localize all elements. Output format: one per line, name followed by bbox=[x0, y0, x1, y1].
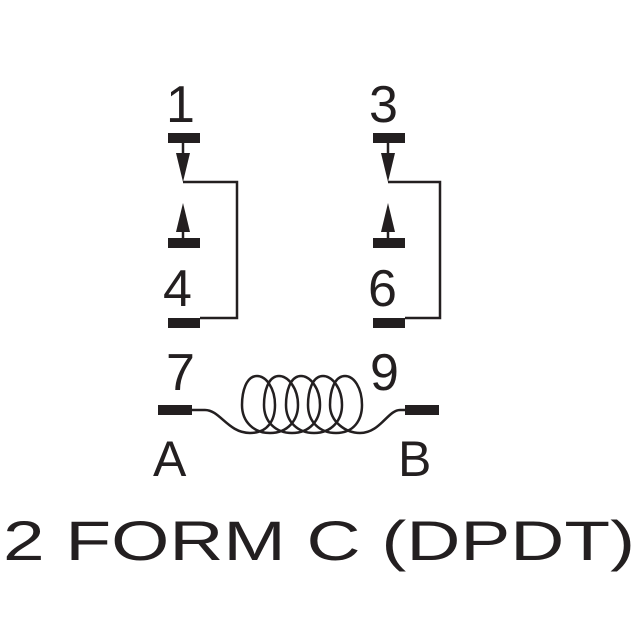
left-pole-link bbox=[183, 180, 239, 320]
pin-7-contact bbox=[168, 318, 200, 328]
coil-label-a: A bbox=[153, 431, 187, 487]
arrow-down-icon bbox=[381, 153, 395, 182]
arrow-down-icon bbox=[176, 153, 190, 182]
pin-3-contact bbox=[373, 133, 405, 143]
pin-1-contact bbox=[168, 133, 200, 143]
coil-label-b: B bbox=[398, 431, 431, 487]
pin-label-6: 6 bbox=[368, 260, 397, 318]
coil-winding bbox=[192, 374, 405, 435]
arrow-up-icon bbox=[176, 203, 190, 232]
pin-6-contact bbox=[373, 238, 405, 248]
pin-4-contact bbox=[168, 238, 200, 248]
coil-terminal-b bbox=[405, 405, 439, 415]
right-pole-link bbox=[388, 180, 442, 320]
coil-terminal-a bbox=[158, 405, 192, 415]
pin-label-3: 3 bbox=[369, 76, 398, 134]
arrow-up-icon bbox=[381, 203, 395, 232]
pin-label-7: 7 bbox=[166, 344, 195, 402]
pin-label-9: 9 bbox=[370, 344, 399, 402]
pin-9-contact bbox=[373, 318, 405, 328]
pin-label-4: 4 bbox=[163, 260, 192, 318]
diagram-caption: 2 FORM C (DPDT) bbox=[3, 509, 635, 572]
pin-label-1: 1 bbox=[166, 76, 195, 134]
